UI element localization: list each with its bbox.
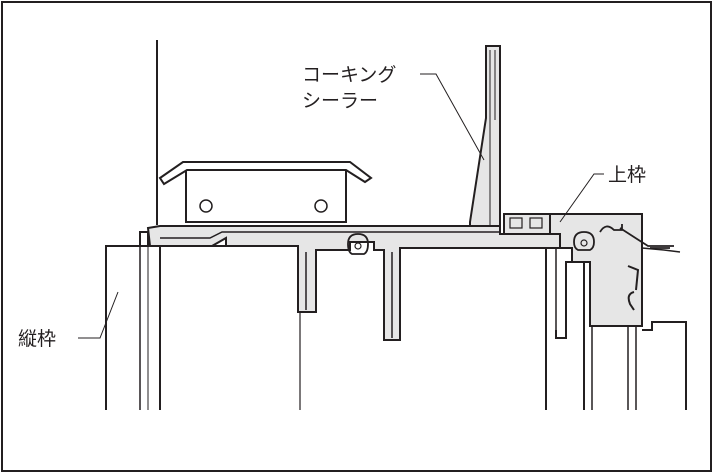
vertical-frame-section [105, 231, 546, 410]
upper-frame-box [549, 213, 681, 327]
bracket-hole-left [199, 199, 213, 213]
thermal-break [503, 213, 551, 235]
upper-frame-section [146, 225, 561, 341]
leader-vertical-frame [78, 291, 119, 339]
label-vertical-frame: 縦枠 [18, 328, 56, 350]
leader-caulking [420, 73, 485, 161]
sash-verticals [545, 248, 637, 410]
label-caulking-line1: コーキング [302, 64, 396, 86]
label-upper-frame: 上枠 [608, 164, 646, 186]
caulking-sealer [469, 45, 501, 229]
label-caulking-line2: シーラー [302, 90, 378, 112]
leader-upper-frame [559, 173, 604, 223]
sill-step [642, 321, 687, 410]
mounting-bracket [158, 161, 373, 223]
bracket-hole-right [314, 199, 328, 213]
